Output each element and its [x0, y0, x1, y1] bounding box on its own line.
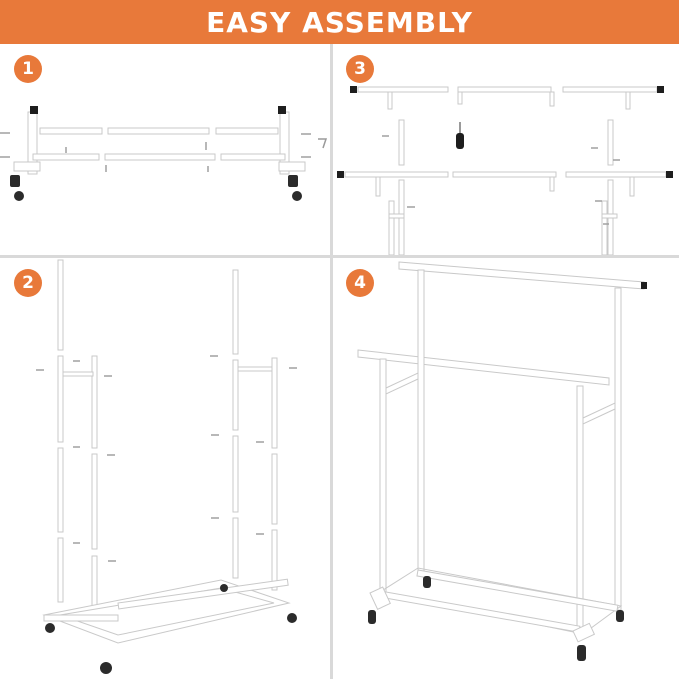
step-2-illustration: [36, 259, 297, 674]
cap: [641, 282, 647, 289]
post-segment: [57, 447, 64, 533]
lower-rail-segment: [344, 171, 449, 178]
base-back: [416, 569, 619, 612]
step-4-panel: 4: [333, 258, 679, 679]
cap: [30, 106, 38, 114]
header-banner: EASY ASSEMBLY: [0, 0, 679, 44]
caster-wheel-icon: [368, 576, 624, 661]
post-segment: [232, 269, 239, 355]
step-1-badge: 1: [14, 55, 42, 83]
step-1-illustration: [0, 106, 328, 201]
post: [601, 200, 608, 255]
upper-bar-segment: [215, 127, 279, 135]
post-segment: [271, 453, 278, 525]
upper-rail-segment: [357, 86, 449, 93]
upper-rail: [398, 261, 645, 290]
step-2-panel: 2: [0, 258, 330, 679]
post-segment: [91, 355, 98, 449]
post-segment: [232, 359, 239, 431]
back-post: [614, 287, 622, 611]
cap: [350, 86, 357, 93]
post-segment: [271, 357, 278, 449]
cap: [337, 171, 344, 178]
banner-title: EASY ASSEMBLY: [206, 5, 473, 39]
post-segment: [232, 435, 239, 513]
left-end-base: [13, 161, 41, 172]
horizontal-divider: [0, 255, 679, 258]
screw-icon: [382, 135, 620, 225]
post: [607, 119, 614, 166]
screwdriver-icon: [456, 122, 464, 149]
front-post: [379, 358, 387, 597]
cap: [657, 86, 664, 93]
cap: [278, 106, 286, 114]
post: [398, 119, 405, 166]
step-3-badge: 3: [346, 55, 374, 83]
upper-bar-segment: [39, 127, 103, 135]
lower-rail-segment: [452, 171, 557, 178]
caster-wheel-icon: [45, 584, 297, 674]
screw-icon: [0, 132, 311, 172]
post-segment: [57, 259, 64, 351]
right-end-base: [278, 161, 306, 172]
step-1-panel: 1: [0, 44, 330, 255]
post-segment: [232, 517, 239, 579]
lower-bar-segment: [104, 153, 216, 161]
cap: [666, 171, 673, 178]
back-post: [417, 269, 425, 575]
caster-wheel-icon: [10, 175, 302, 201]
upper-rail-segment: [457, 86, 552, 93]
lower-rail: [357, 349, 610, 386]
post-segment: [57, 537, 64, 603]
post-segment: [271, 529, 278, 591]
step-4-badge: 4: [346, 269, 374, 297]
vertical-divider: [330, 44, 333, 679]
hex-key-icon: [318, 138, 328, 149]
lower-bar-segment: [32, 153, 100, 161]
step-2-badge: 2: [14, 269, 42, 297]
upper-bar-segment: [107, 127, 210, 135]
step-3-panel: 3: [333, 44, 679, 255]
post: [388, 200, 395, 255]
lower-rail-segment: [565, 171, 667, 178]
upper-rail-segment: [562, 86, 658, 93]
step-4-illustration: [357, 261, 647, 661]
post-segment: [57, 355, 64, 443]
lower-bar-segment: [220, 153, 286, 161]
screw-icon: [36, 355, 297, 562]
step-3-illustration: [337, 86, 673, 255]
post-segment: [91, 453, 98, 550]
